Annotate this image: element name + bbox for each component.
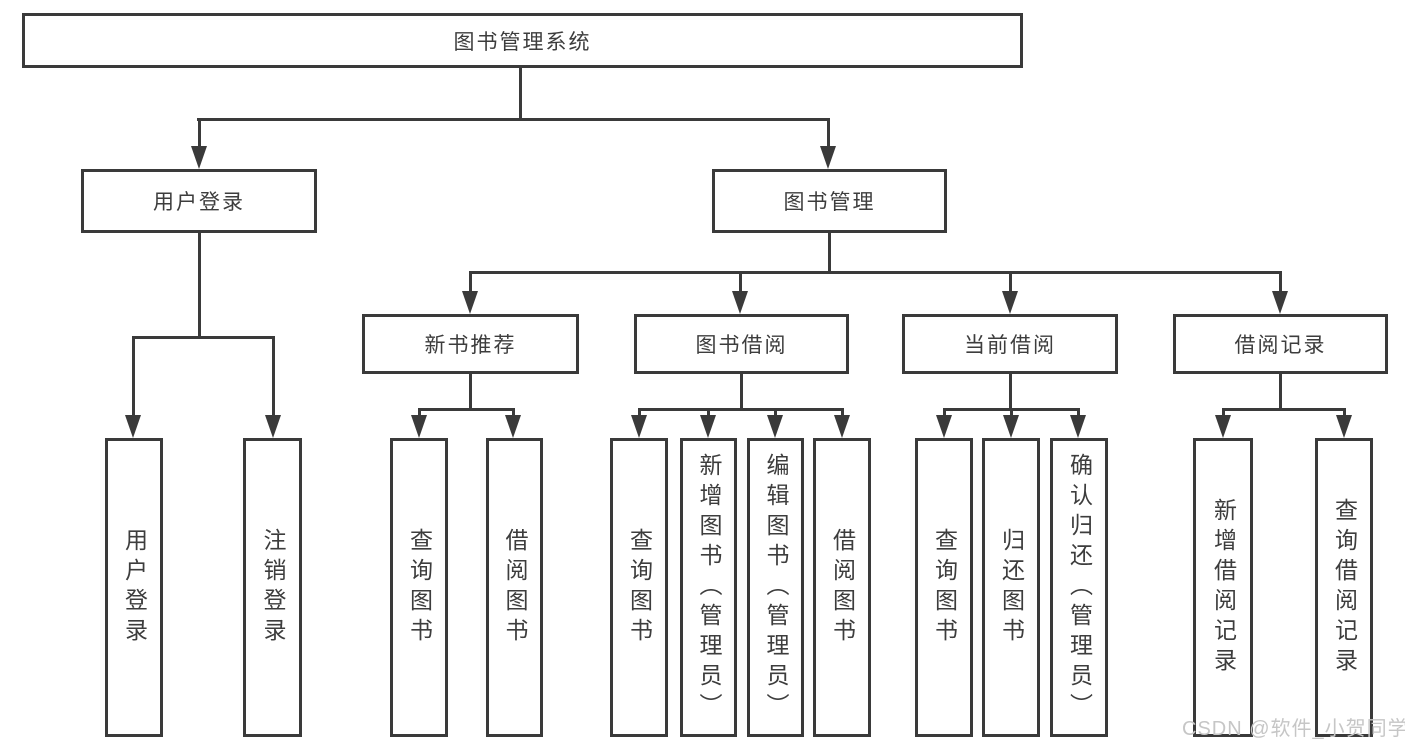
- connector-drop-current-borrow: [1009, 271, 1012, 296]
- leaf-logout: 注销登录: [243, 438, 302, 737]
- node-label: 归还图书: [998, 527, 1025, 648]
- node-label: 图书管理系统: [453, 30, 592, 54]
- arrowhead-down-icon: [125, 415, 141, 438]
- connector-book-mgmt-trunk: [828, 233, 831, 273]
- arrowhead-down-icon: [265, 415, 281, 438]
- node-label: 确认归还（管理员）: [1066, 452, 1093, 723]
- connector-user-login-trunk: [198, 233, 201, 338]
- node-label: 图书借阅: [695, 334, 788, 357]
- connector-drop-login-leaf: [132, 336, 135, 418]
- leaf-records-add-record: 新增借阅记录: [1193, 438, 1253, 737]
- node-label: 新增图书（管理员）: [696, 452, 722, 723]
- leaf-borrowing-add-books-admin: 新增图书（管理员）: [680, 438, 737, 737]
- connector-current-borrow-trunk: [1009, 374, 1012, 411]
- arrowhead-down-icon: [936, 415, 952, 438]
- connector-root-trunk: [519, 68, 522, 121]
- node-library-management-system: 图书管理系统: [22, 13, 1023, 68]
- node-label: 查询借阅记录: [1331, 497, 1358, 678]
- node-label: 借阅图书: [829, 527, 856, 648]
- node-current-borrowing: 当前借阅: [902, 314, 1118, 374]
- connector-user-login-bus: [132, 336, 274, 339]
- arrowhead-down-icon: [1003, 415, 1019, 438]
- connector-level2-bus: [197, 118, 830, 121]
- connector-drop-book-management: [827, 118, 830, 150]
- leaf-newbook-borrow-books: 借阅图书: [486, 438, 543, 737]
- connector-book-borrow-bus: [639, 408, 843, 411]
- node-label: 借阅记录: [1234, 334, 1327, 357]
- arrowhead-down-icon: [1272, 291, 1288, 314]
- arrowhead-down-icon: [700, 415, 716, 438]
- node-label: 用户登录: [121, 527, 148, 648]
- leaf-current-return-books: 归还图书: [982, 438, 1040, 737]
- node-label: 注销登录: [260, 527, 286, 648]
- leaf-user-login: 用户登录: [105, 438, 163, 737]
- leaf-newbook-query-books: 查询图书: [390, 438, 448, 737]
- csdn-watermark: CSDN @软件_小贺同学: [1182, 718, 1405, 740]
- arrowhead-down-icon: [1002, 291, 1018, 314]
- node-book-management: 图书管理: [712, 169, 947, 233]
- arrowhead-down-icon: [411, 415, 427, 438]
- arrowhead-down-icon: [1336, 415, 1352, 438]
- node-label: 借阅图书: [502, 527, 528, 648]
- node-label: 当前借阅: [964, 334, 1056, 357]
- connector-drop-borrow-record: [1279, 271, 1282, 296]
- arrowhead-down-icon: [1070, 415, 1086, 438]
- arrowhead-down-icon: [767, 415, 783, 438]
- connector-new-book-bus: [418, 408, 515, 411]
- arrowhead-down-icon: [505, 415, 521, 438]
- connector-drop-book-borrow: [739, 271, 742, 296]
- leaf-borrowing-edit-books-admin: 编辑图书（管理员）: [747, 438, 804, 737]
- node-label: 编辑图书（管理员）: [763, 452, 789, 723]
- connector-new-book-trunk: [469, 374, 472, 411]
- node-label: 用户登录: [153, 191, 245, 214]
- arrowhead-down-icon: [834, 415, 850, 438]
- node-label: 图书管理: [783, 191, 876, 214]
- node-borrowing-records: 借阅记录: [1173, 314, 1388, 374]
- arrowhead-down-icon: [1215, 415, 1231, 438]
- leaf-current-confirm-return-admin: 确认归还（管理员）: [1050, 438, 1108, 737]
- connector-level3-bus: [470, 271, 1282, 274]
- connector-book-borrow-trunk: [740, 374, 743, 411]
- connector-drop-user-login: [198, 118, 201, 150]
- connector-borrow-record-bus: [1223, 408, 1345, 411]
- arrowhead-down-icon: [732, 291, 748, 314]
- node-label: 新增借阅记录: [1210, 497, 1237, 678]
- arrowhead-down-icon: [462, 291, 478, 314]
- leaf-borrowing-borrow-books: 借阅图书: [813, 438, 871, 737]
- arrowhead-down-icon: [191, 146, 207, 169]
- node-user-login: 用户登录: [81, 169, 317, 233]
- connector-drop-logout-leaf: [272, 336, 275, 418]
- node-label: 查询图书: [626, 527, 653, 648]
- leaf-records-query-record: 查询借阅记录: [1315, 438, 1373, 737]
- connector-drop-new-book: [469, 271, 472, 296]
- node-label: 新书推荐: [424, 334, 517, 357]
- node-label: 查询图书: [931, 527, 958, 648]
- arrowhead-down-icon: [631, 415, 647, 438]
- arrowhead-down-icon: [820, 146, 836, 169]
- node-label: 查询图书: [406, 527, 433, 648]
- leaf-borrowing-query-books: 查询图书: [610, 438, 668, 737]
- node-book-borrowing: 图书借阅: [634, 314, 849, 374]
- node-new-book-recommend: 新书推荐: [362, 314, 579, 374]
- connector-borrow-record-trunk: [1279, 374, 1282, 411]
- leaf-current-query-books: 查询图书: [915, 438, 973, 737]
